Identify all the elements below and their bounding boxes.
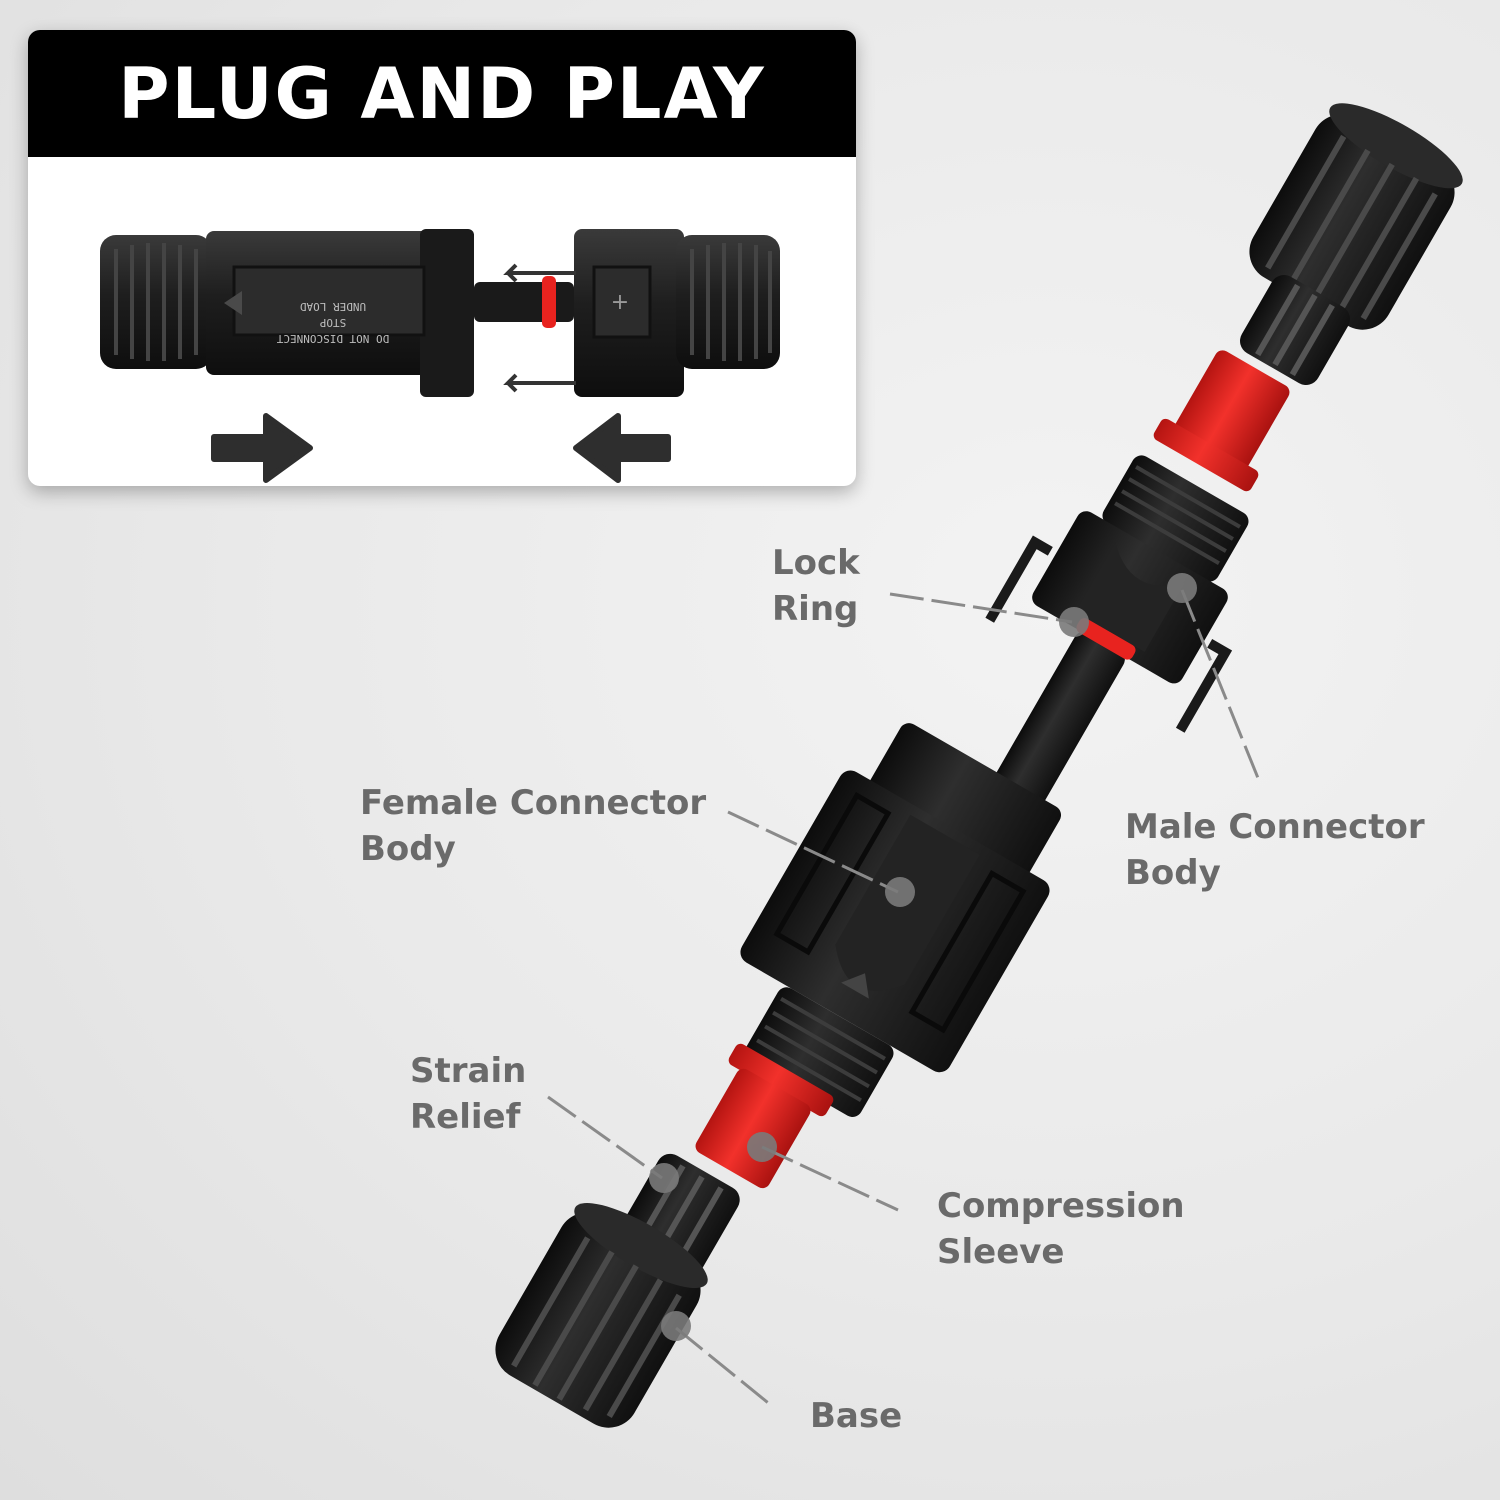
male-strain-relief [1240,275,1350,385]
label-strain-relief: Strain Relief [410,1051,527,1137]
card-title: PLUG AND PLAY [28,30,856,157]
label-female-connector-body: Female Connector Body [360,783,707,869]
female-compression-sleeve [695,1043,834,1189]
marking-stop: STOP [319,316,346,329]
female-base-cap [495,1203,708,1428]
leader-lines [547,589,1260,1408]
female-connector-body-graphic: UNDER LOAD STOP DO NOT DISCONNECT [206,229,474,397]
arrow-left-icon [573,413,671,483]
marker-dots [649,573,1197,1341]
male-connector-body-graphic: + [503,229,684,397]
marking-do-not-disconnect: DO NOT DISCONNECT [276,332,389,345]
male-base-cap [1249,103,1463,330]
polarity-marking: + [611,290,629,315]
female-connector-nut [100,235,212,369]
o-ring-seal [542,276,556,328]
male-compression-sleeve [1153,350,1290,492]
connector-illustration: UNDER LOAD STOP DO NOT DISCONNECT + [100,229,780,483]
male-connector-nut [676,235,780,369]
plug-and-play-card: PLUG AND PLAY UNDER LOAD STOP [28,30,856,486]
label-male-connector-body: Male Connector Body [1125,807,1425,893]
label-base: Base [810,1396,903,1436]
marking-under-load: UNDER LOAD [300,300,366,313]
male-connector-body-part [985,455,1249,815]
label-compression-sleeve: Compression Sleeve [937,1186,1185,1272]
label-lock-ring: Lock Ring [772,543,860,629]
arrow-right-icon [211,413,313,483]
